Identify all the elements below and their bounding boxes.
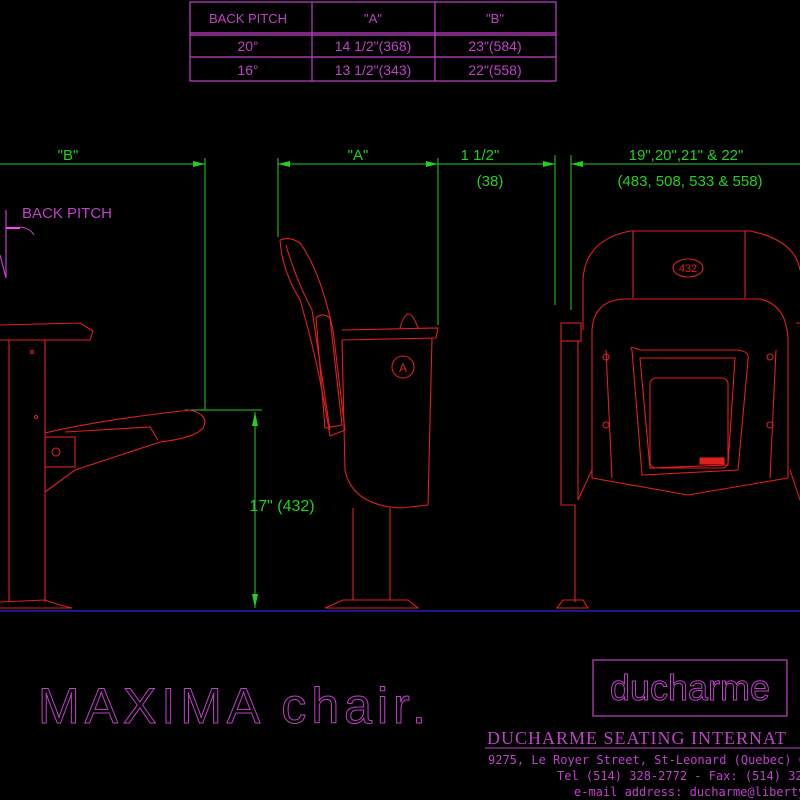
company-logo-box bbox=[592, 659, 788, 717]
table-header: "B" bbox=[486, 11, 504, 26]
table-cell: 13 1/2"(343) bbox=[335, 62, 412, 78]
back-pitch-label: BACK PITCH bbox=[22, 205, 112, 222]
seat-marker-label: A bbox=[399, 361, 407, 375]
back-pitch-table: BACK PITCH "A" "B" 20° 14 1/2"(368) 23"(… bbox=[189, 1, 557, 82]
table-cell: 14 1/2"(368) bbox=[335, 38, 412, 54]
company-logo: ducharme bbox=[610, 667, 770, 708]
company-address: 9275, Le Royer Street, St-Leonard (Quebe… bbox=[488, 753, 800, 767]
table-cell: 20° bbox=[237, 38, 258, 54]
company-name: DUCHARME SEATING INTERNAT bbox=[487, 728, 787, 748]
company-phone: Tel (514) 328-2772 - Fax: (514) 328- bbox=[557, 769, 800, 783]
company-block: ducharme DUCHARME SEATING INTERNAT 9275,… bbox=[485, 659, 800, 799]
gap-metric-label: (38) bbox=[477, 173, 504, 190]
table-cell: 22"(558) bbox=[468, 62, 521, 78]
drawing-title: MAXIMA chair. bbox=[38, 678, 431, 734]
width-label: 19",20",21" & 22" bbox=[629, 147, 744, 164]
table-header: "A" bbox=[364, 11, 382, 26]
front-view-chair: 432 bbox=[555, 230, 800, 609]
side-view-folded-chair bbox=[0, 322, 206, 609]
width-metric-label: (483, 508, 533 & 558) bbox=[617, 173, 762, 190]
back-pitch-annotation: BACK PITCH bbox=[0, 205, 112, 279]
company-email: e-mail address: ducharme@liberty-l bbox=[574, 785, 800, 799]
table-cell: 16° bbox=[237, 62, 258, 78]
dimension-a-label: "A" bbox=[348, 147, 369, 164]
seat-height-label: 17" (432) bbox=[249, 498, 314, 515]
table-cell: 23"(584) bbox=[468, 38, 521, 54]
back-number-label: 432 bbox=[679, 263, 697, 275]
gap-label: 1 1/2" bbox=[461, 147, 500, 164]
dimension-lines bbox=[0, 155, 800, 608]
dimension-labels: "B" "A" 1 1/2" (38) 19",20",21" & 22" (4… bbox=[58, 147, 763, 515]
table-header: BACK PITCH bbox=[209, 11, 287, 26]
dimension-b-label: "B" bbox=[58, 147, 79, 164]
side-view-chair: A bbox=[279, 237, 439, 609]
